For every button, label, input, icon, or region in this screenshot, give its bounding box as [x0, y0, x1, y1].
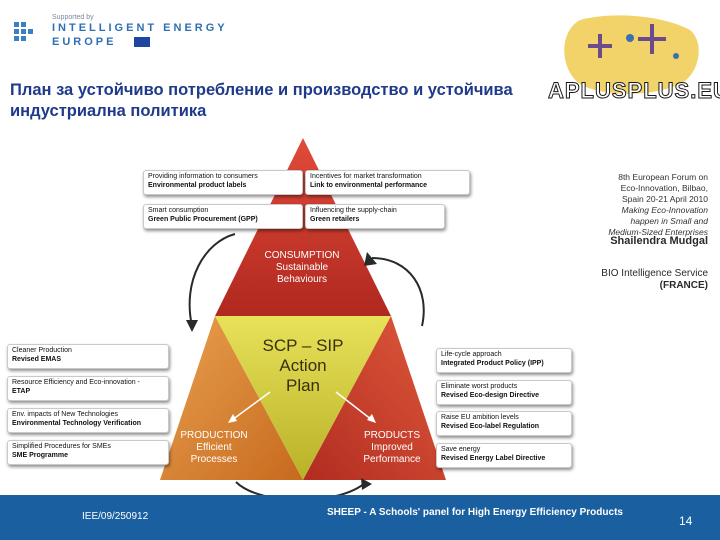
consumption-label: CONSUMPTION Sustainable Behaviours: [252, 250, 352, 286]
box-line-bold: Green retailers: [310, 215, 360, 223]
products-heading: PRODUCTS: [363, 430, 421, 441]
info-box: Cleaner Production Revised EMAS: [7, 344, 169, 369]
forum-info: 8th European Forum on Eco-Innovation, Bi…: [608, 172, 708, 238]
box-line: Save energy: [441, 446, 481, 453]
products-segment: [303, 316, 446, 480]
iee-flag-icon: [14, 22, 33, 41]
box-line: Env. impacts of New Technologies: [12, 411, 118, 418]
consumption-heading: CONSUMPTION: [264, 250, 340, 261]
center-heading: SCP – SIP: [262, 336, 344, 355]
organization-name: BIO Intelligence Service: [601, 268, 708, 279]
info-box: Eliminate worst products Revised Eco-des…: [436, 380, 572, 405]
arrow-to-production-head: [228, 414, 237, 423]
aplusplus-logo-graphic: [564, 15, 699, 94]
products-label: PRODUCTS Improved Performance: [342, 430, 442, 466]
box-line: Incentives for market transformation: [310, 173, 422, 180]
eu-flag-icon: [134, 37, 150, 47]
center-label: SCP – SIP Action Plan: [243, 336, 363, 396]
forum-line: Medium-Sized Enterprises: [608, 227, 708, 237]
box-line-bold: Environmental product labels: [148, 181, 247, 189]
box-line-bold: Revised Eco-label Regulation: [441, 422, 540, 430]
left-cycle-arrowhead: [186, 320, 198, 332]
box-line: Smart consumption: [148, 207, 209, 214]
bottom-cycle-arrowhead: [361, 478, 372, 490]
pyramid-graphic: [160, 138, 446, 500]
slide-title: План за устойчиво потребление и производ…: [10, 81, 513, 120]
production-heading: PRODUCTION: [180, 430, 248, 441]
info-box: Simplified Procedures for SMEs SME Progr…: [7, 440, 169, 465]
box-line: Resource Efficiency and Eco-innovation -: [12, 379, 140, 386]
production-line: Processes: [190, 454, 238, 465]
forum-line: Spain 20-21 April 2010: [621, 194, 708, 204]
supported-by-text: Supported by: [52, 14, 94, 21]
box-line: Influencing the supply-chain: [310, 207, 397, 214]
forum-line: Making Eco-Innovation: [621, 205, 708, 215]
info-box: Providing information to consumers Envir…: [143, 170, 303, 195]
info-box: Raise EU ambition levels Revised Eco-lab…: [436, 411, 572, 436]
arrow-to-products-head: [367, 414, 376, 423]
box-line: Simplified Procedures for SMEs: [12, 443, 111, 450]
arrow-to-production: [231, 391, 271, 421]
info-box: Resource Efficiency and Eco-innovation -…: [7, 376, 169, 401]
box-line-bold: ETAP: [12, 387, 31, 395]
info-box: Life-cycle approach Integrated Product P…: [436, 348, 572, 373]
right-cycle-arrowhead: [364, 252, 377, 266]
forum-line: 8th European Forum on: [618, 172, 708, 182]
info-box: Smart consumption Green Public Procureme…: [143, 204, 303, 229]
box-line: Life-cycle approach: [441, 351, 502, 358]
box-line: Eliminate worst products: [441, 383, 518, 390]
center-line: Action: [279, 356, 327, 375]
production-line: Efficient: [196, 442, 232, 453]
consumption-line: Sustainable: [275, 262, 329, 273]
info-box: Env. impacts of New Technologies Environ…: [7, 408, 169, 433]
box-line-bold: Environmental Technology Verification: [12, 419, 142, 427]
info-box: Save energy Revised Energy Label Directi…: [436, 443, 572, 468]
footer-title: SHEEP - A Schools' panel for High Energy…: [327, 507, 623, 518]
forum-line: Eco-Innovation, Bilbao,: [620, 183, 708, 193]
box-line-bold: Revised Eco-design Directive: [441, 391, 540, 399]
program-name-line1: INTELLIGENT ENERGY: [52, 22, 228, 34]
box-line: Providing information to consumers: [148, 173, 258, 180]
production-segment: [160, 316, 303, 480]
box-line-bold: Integrated Product Policy (IPP): [441, 359, 544, 367]
info-box: Influencing the supply-chain Green retai…: [305, 204, 445, 229]
consumption-segment: [215, 138, 391, 316]
author-name: Shailendra Mudgal: [610, 235, 708, 247]
box-line-bold: Green Public Procurement (GPP): [148, 215, 258, 223]
consumption-line: Behaviours: [276, 274, 328, 285]
arrow-to-products: [335, 391, 373, 421]
box-line-bold: Link to environmental performance: [310, 181, 428, 189]
products-line: Performance: [363, 454, 421, 465]
box-line-bold: SME Programme: [12, 451, 69, 459]
box-line-bold: Revised Energy Label Directive: [441, 454, 546, 462]
box-line: Raise EU ambition levels: [441, 414, 519, 421]
left-cycle-arrow: [188, 233, 236, 327]
organization-country: (FRANCE): [659, 280, 708, 291]
right-cycle-arrow: [371, 257, 425, 327]
footer-bar: IEE/09/250912 SHEEP - A Schools' panel f…: [0, 495, 720, 540]
aplusplus-logo-text: APLUSPLUS.EU: [548, 78, 720, 104]
project-id: IEE/09/250912: [82, 511, 149, 522]
page-number: 14: [679, 514, 693, 528]
info-box: Incentives for market transformation Lin…: [305, 170, 470, 195]
box-line: Cleaner Production: [12, 347, 72, 354]
center-line: Plan: [285, 376, 321, 395]
products-line: Improved: [371, 442, 413, 453]
production-label: PRODUCTION Efficient Processes: [164, 430, 264, 466]
scp-sip-diagram: Providing information to consumers Envir…: [0, 130, 720, 500]
box-line-bold: Revised EMAS: [12, 355, 62, 363]
program-name-line2: EUROPE: [52, 36, 117, 48]
forum-line: happen in Small and: [630, 216, 708, 226]
center-segment: [215, 316, 391, 480]
